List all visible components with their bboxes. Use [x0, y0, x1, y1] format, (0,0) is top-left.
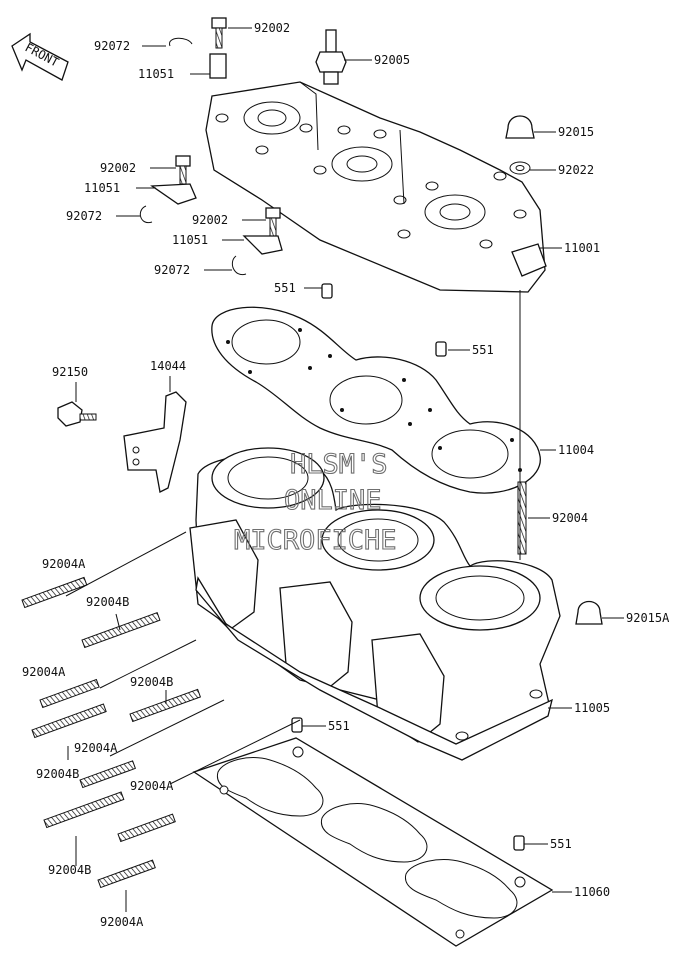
leader-lines — [65, 27, 624, 912]
callout-551: 551 — [550, 837, 572, 851]
callout-92002: 92002 — [100, 161, 136, 175]
callout-92072: 92072 — [94, 39, 130, 53]
callout-92072: 92072 — [66, 209, 102, 223]
cap-nut-92015A — [575, 600, 603, 625]
bolt-92150 — [57, 401, 97, 427]
bracket-14044 — [123, 391, 187, 493]
callout-92002: 92002 — [192, 213, 228, 227]
callout-92015A: 92015A — [626, 611, 670, 625]
stud-92004 — [517, 481, 527, 555]
callout-11051: 11051 — [138, 67, 174, 81]
callout-92015: 92015 — [558, 125, 594, 139]
gasket-holes — [226, 328, 522, 472]
watermark: HLSM'S ONLINE MICROFICHE — [233, 448, 397, 556]
watermark-line-3: MICROFICHE — [234, 525, 397, 556]
callout-92004B: 92004B — [48, 863, 91, 877]
dowel-551-c — [291, 717, 303, 733]
callout-11051: 11051 — [84, 181, 120, 195]
callout-11051: 11051 — [172, 233, 208, 247]
callout-11005: 11005 — [574, 701, 610, 715]
head-gasket-11004 — [211, 306, 541, 494]
dowel-551-a — [321, 283, 333, 299]
dowel-551-d — [513, 835, 525, 851]
callout-92004B: 92004B — [36, 767, 79, 781]
callout-92002: 92002 — [254, 21, 290, 35]
callout-551: 551 — [472, 343, 494, 357]
clamp-92072-top — [169, 37, 193, 47]
bolt-92002-top — [209, 17, 227, 79]
callout-11004: 11004 — [558, 443, 594, 457]
callout-14044: 14044 — [150, 359, 186, 373]
cylinder-block-11005 — [189, 447, 561, 761]
bolt-92002-mid — [139, 155, 197, 224]
fitting-92005 — [315, 29, 347, 85]
callout-11001: 11001 — [564, 241, 600, 255]
callout-92005: 92005 — [374, 53, 410, 67]
cylinder-head-11001 — [205, 81, 547, 293]
callout-92004A: 92004A — [74, 741, 118, 755]
callout-92004: 92004 — [552, 511, 588, 525]
cap-nut-92015 — [505, 115, 535, 175]
bolt-92002-low — [231, 207, 283, 276]
watermark-line-1: HLSM'S — [290, 449, 388, 480]
callout-92004A: 92004A — [22, 665, 66, 679]
callout-92022: 92022 — [558, 163, 594, 177]
callout-92004B: 92004B — [86, 595, 129, 609]
callout-551: 551 — [274, 281, 296, 295]
front-arrow-icon: FRONT — [11, 32, 69, 81]
callout-92072: 92072 — [154, 263, 190, 277]
callout-92004A: 92004A — [100, 915, 144, 929]
callout-551: 551 — [328, 719, 350, 733]
callout-92150: 92150 — [52, 365, 88, 379]
callout-92004A: 92004A — [130, 779, 174, 793]
callout-labels: 92072 92002 11051 92005 92015 92002 1105… — [22, 21, 670, 929]
studs-left — [21, 576, 202, 889]
base-gasket-11060 — [192, 737, 554, 947]
callout-92004A: 92004A — [42, 557, 86, 571]
watermark-line-2: ONLINE — [284, 485, 382, 516]
callout-11060: 11060 — [574, 885, 610, 899]
dowel-551-b — [435, 341, 447, 357]
callout-92004B: 92004B — [130, 675, 173, 689]
